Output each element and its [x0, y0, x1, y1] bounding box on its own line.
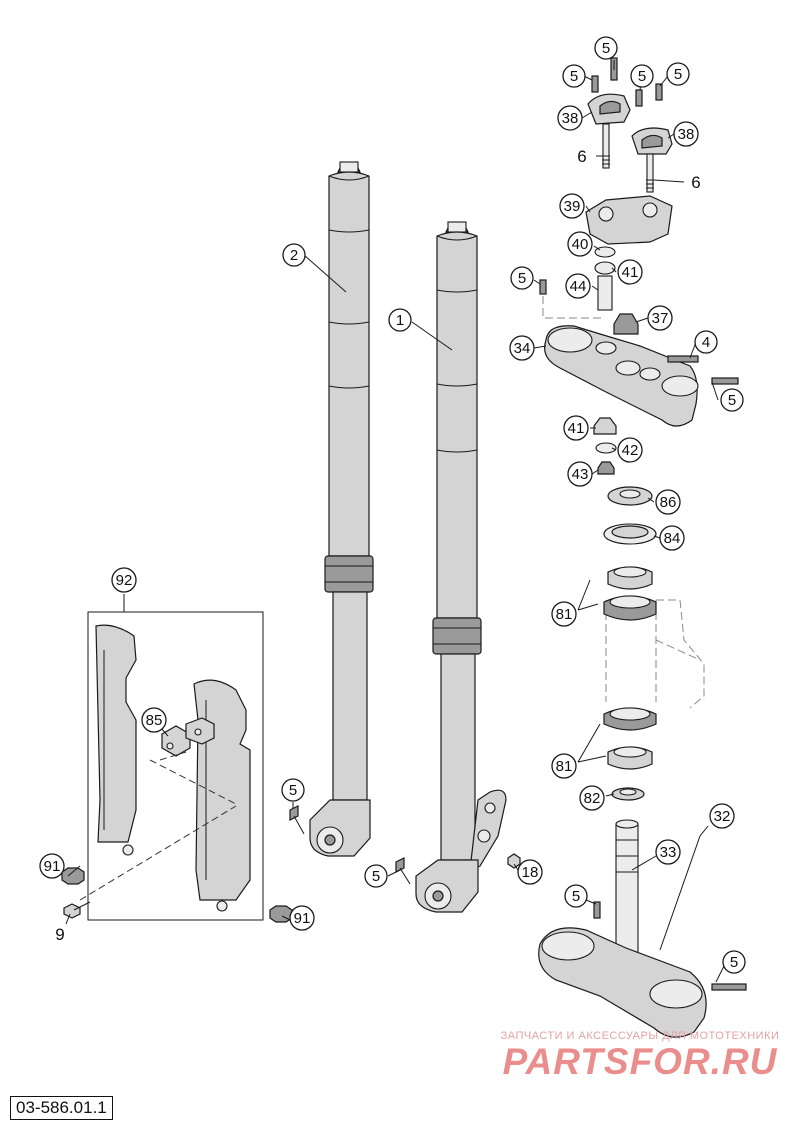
svg-text:5: 5 — [674, 66, 682, 83]
svg-text:92: 92 — [116, 572, 133, 589]
svg-text:4: 4 — [702, 334, 710, 351]
watermark-tagline: ЗАПЧАСТИ И АКСЕССУАРЫ ДЛЯ МОТОТЕХНИКИ — [500, 1030, 780, 1042]
leader-lines — [65, 60, 725, 983]
svg-text:5: 5 — [602, 40, 610, 57]
callout-91-right: 91 — [289, 905, 315, 931]
callout-92: 92 — [111, 567, 137, 593]
fasteners — [289, 805, 521, 885]
svg-text:5: 5 — [572, 888, 580, 905]
svg-text:33: 33 — [660, 844, 677, 861]
svg-text:5: 5 — [730, 954, 738, 971]
callout-37: 37 — [647, 305, 673, 331]
watermark: ЗАПЧАСТИ И АКСЕССУАРЫ ДЛЯ МОТОТЕХНИКИ PA… — [486, 1030, 794, 1082]
svg-text:37: 37 — [652, 310, 669, 327]
callout-81-lower: 81 — [551, 753, 577, 779]
callout-43: 43 — [567, 461, 593, 487]
callout-38-left: 38 — [557, 105, 583, 131]
svg-text:84: 84 — [664, 530, 681, 547]
svg-text:5: 5 — [518, 270, 526, 287]
steering-bearing-stack — [593, 417, 705, 801]
callout-6-right: 6 — [691, 173, 700, 192]
callout-81-upper: 81 — [551, 601, 577, 627]
svg-text:91: 91 — [294, 910, 311, 927]
callout-5-fork-mid: 5 — [364, 864, 388, 888]
handlebar-clamp-group — [585, 57, 673, 245]
callout-4: 4 — [694, 330, 718, 354]
callout-41-lower: 41 — [563, 415, 589, 441]
callout-5-lower-clamp-right: 5 — [722, 950, 746, 974]
svg-text:41: 41 — [568, 420, 585, 437]
callout-38-right: 38 — [673, 121, 699, 147]
callout-39: 39 — [559, 193, 585, 219]
callout-32: 32 — [709, 803, 735, 829]
lower-triple-clamp — [538, 819, 747, 1038]
svg-text:5: 5 — [372, 868, 380, 885]
callout-44: 44 — [565, 273, 591, 299]
callout-34: 34 — [509, 335, 535, 361]
watermark-brand: PARTSFOR.RU — [502, 1041, 778, 1082]
callout-5-clamp-left: 5 — [510, 266, 534, 290]
callout-5-clamp-right: 5 — [720, 388, 744, 412]
document-code-label: 03-586.01.1 — [10, 1096, 113, 1120]
svg-text:1: 1 — [396, 312, 404, 329]
callout-85: 85 — [141, 707, 167, 733]
svg-text:44: 44 — [570, 278, 587, 295]
callout-84: 84 — [659, 525, 685, 551]
svg-text:5: 5 — [638, 68, 646, 85]
callout-5-lower-clamp-left: 5 — [564, 884, 588, 908]
svg-text:5: 5 — [728, 392, 736, 409]
svg-text:38: 38 — [562, 110, 579, 127]
svg-text:40: 40 — [572, 236, 589, 253]
callout-5-top-right: 5 — [666, 62, 690, 86]
callout-91-left: 91 — [39, 853, 65, 879]
svg-text:38: 38 — [678, 126, 695, 143]
svg-text:18: 18 — [522, 864, 539, 881]
svg-text:2: 2 — [290, 247, 298, 264]
callout-82: 82 — [579, 785, 605, 811]
callout-5-top-left: 5 — [562, 64, 586, 88]
fork-leg-1 — [415, 221, 507, 913]
callout-1: 1 — [388, 308, 412, 332]
svg-text:81: 81 — [556, 606, 573, 623]
callout-41-upper: 41 — [617, 259, 643, 285]
svg-text:91: 91 — [44, 858, 61, 875]
svg-text:42: 42 — [622, 442, 639, 459]
callout-42: 42 — [617, 437, 643, 463]
svg-text:34: 34 — [514, 340, 531, 357]
upper-triple-clamp — [539, 246, 739, 427]
callout-6-left: 6 — [577, 147, 586, 166]
svg-text:5: 5 — [570, 68, 578, 85]
svg-text:86: 86 — [660, 494, 677, 511]
callout-5-fork-left: 5 — [281, 778, 305, 802]
fork-protector-group — [61, 611, 293, 923]
svg-text:39: 39 — [564, 198, 581, 215]
fork-leg-2 — [309, 161, 374, 857]
callout-9: 9 — [55, 925, 64, 944]
callout-40: 40 — [567, 231, 593, 257]
callout-2: 2 — [282, 243, 306, 267]
callout-86: 86 — [655, 489, 681, 515]
svg-text:82: 82 — [584, 790, 601, 807]
svg-text:85: 85 — [146, 712, 163, 729]
svg-text:32: 32 — [714, 808, 731, 825]
callout-18: 18 — [517, 859, 543, 885]
callout-33: 33 — [655, 839, 681, 865]
svg-text:81: 81 — [556, 758, 573, 775]
svg-text:41: 41 — [622, 264, 639, 281]
callout-5-top-mid: 5 — [630, 64, 654, 88]
callout-5-top: 5 — [594, 36, 618, 60]
svg-text:5: 5 — [289, 782, 297, 799]
svg-text:43: 43 — [572, 466, 589, 483]
